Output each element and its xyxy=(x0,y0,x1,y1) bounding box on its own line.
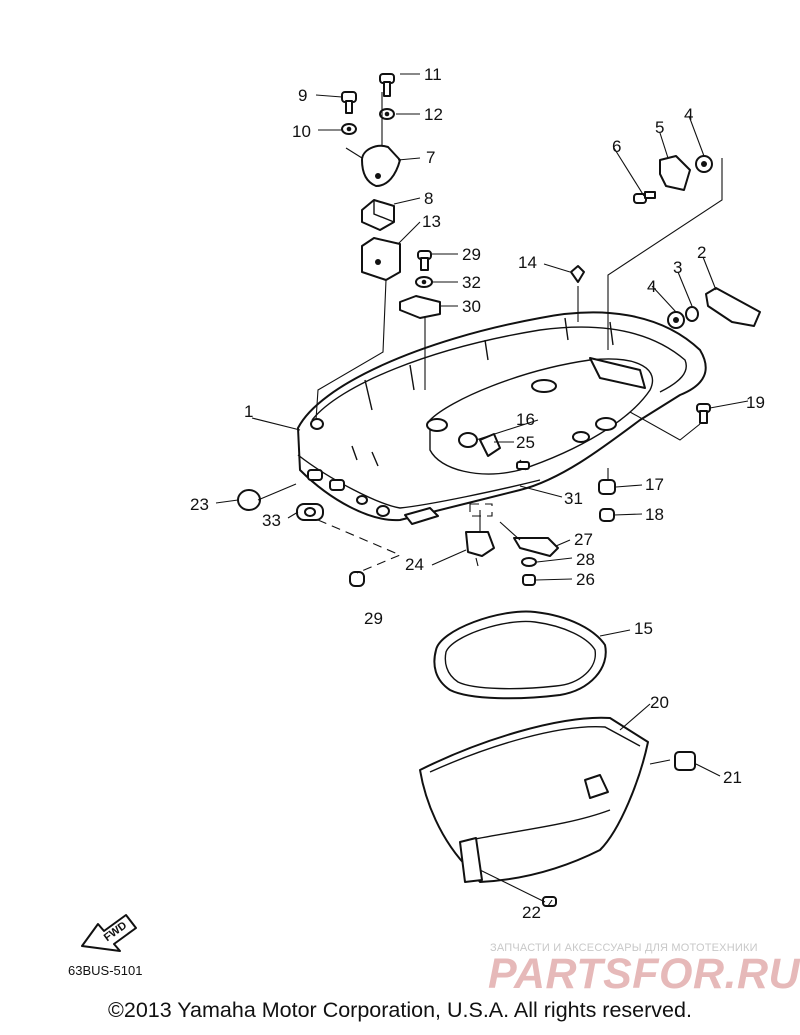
callout-14: 14 xyxy=(518,253,537,272)
callout-1: 1 xyxy=(244,402,253,421)
catch-5 xyxy=(659,155,691,191)
seal-ring xyxy=(433,610,607,700)
callout-3: 3 xyxy=(673,258,682,277)
block-13 xyxy=(361,237,401,281)
catalog-code: 63BUS-5101 xyxy=(68,963,143,978)
bolt-9 xyxy=(341,91,357,114)
callout-29a: 29 xyxy=(462,245,481,264)
grommet-33 xyxy=(296,503,324,521)
leader-lines xyxy=(215,73,749,907)
grommet-16 xyxy=(458,432,478,448)
callout-29b: 29 xyxy=(364,609,383,628)
screw-26 xyxy=(522,574,536,586)
holder-24 xyxy=(465,531,495,557)
washer-12 xyxy=(379,108,395,120)
lower-tray xyxy=(419,716,649,883)
bracket-27 xyxy=(513,537,559,557)
callout-6: 6 xyxy=(612,137,621,156)
callout-25: 25 xyxy=(516,433,535,452)
holder-8 xyxy=(361,199,395,231)
callout-28: 28 xyxy=(576,550,595,569)
watermark-brand: PARTSFOR.RU xyxy=(488,950,800,998)
callout-4b: 4 xyxy=(684,105,693,124)
callout-9: 9 xyxy=(298,86,307,105)
callout-10: 10 xyxy=(292,122,311,141)
callout-8: 8 xyxy=(424,189,433,208)
callout-labels: 1 2 3 4 4 5 6 7 8 9 10 11 12 13 14 15 16… xyxy=(190,65,765,922)
cap-23 xyxy=(237,489,261,511)
washer-28 xyxy=(521,557,537,567)
callout-7: 7 xyxy=(426,148,435,167)
grommet-17 xyxy=(598,479,616,495)
callout-16: 16 xyxy=(516,410,535,429)
watermark-tagline: ЗАПЧАСТИ И АКСЕССУАРЫ ДЛЯ МОТОТЕХНИКИ xyxy=(490,942,758,954)
callout-20: 20 xyxy=(650,693,669,712)
collar-18 xyxy=(599,508,615,522)
screw-11 xyxy=(379,73,395,97)
callout-24: 24 xyxy=(405,555,424,574)
callout-22: 22 xyxy=(522,903,541,922)
callout-2: 2 xyxy=(697,243,706,262)
bolt-19 xyxy=(696,403,711,424)
callout-26: 26 xyxy=(576,570,595,589)
callout-21: 21 xyxy=(723,768,742,787)
bottom-cowling xyxy=(297,311,707,525)
copyright-notice: ©2013 Yamaha Motor Corporation, U.S.A. A… xyxy=(108,998,692,1022)
callout-33: 33 xyxy=(262,511,281,530)
damper-21 xyxy=(674,751,696,771)
callout-32: 32 xyxy=(462,273,481,292)
cap-29-lower xyxy=(349,571,365,587)
callout-17: 17 xyxy=(645,475,664,494)
washer-32 xyxy=(415,276,433,288)
callout-19: 19 xyxy=(746,393,765,412)
callout-12: 12 xyxy=(424,105,443,124)
plate-30 xyxy=(399,295,441,319)
fwd-arrow: FWD xyxy=(81,914,137,952)
screw-6 xyxy=(633,191,656,204)
callout-13: 13 xyxy=(422,212,441,231)
callout-4a: 4 xyxy=(647,277,656,296)
callout-31: 31 xyxy=(564,489,583,508)
clip-14 xyxy=(570,265,585,283)
callout-23: 23 xyxy=(190,495,209,514)
callout-15: 15 xyxy=(634,619,653,638)
callout-18: 18 xyxy=(645,505,664,524)
callout-5: 5 xyxy=(655,118,664,137)
lever-2 xyxy=(705,287,761,327)
bracket-7 xyxy=(361,144,401,187)
callout-27: 27 xyxy=(574,530,593,549)
callout-30: 30 xyxy=(462,297,481,316)
grommet-4-upper xyxy=(695,155,713,173)
washer-10 xyxy=(341,123,357,135)
bolt-29-upper xyxy=(417,250,432,271)
callout-11: 11 xyxy=(424,65,442,84)
washer-3 xyxy=(685,306,699,322)
grommet-4-lower xyxy=(667,311,685,329)
